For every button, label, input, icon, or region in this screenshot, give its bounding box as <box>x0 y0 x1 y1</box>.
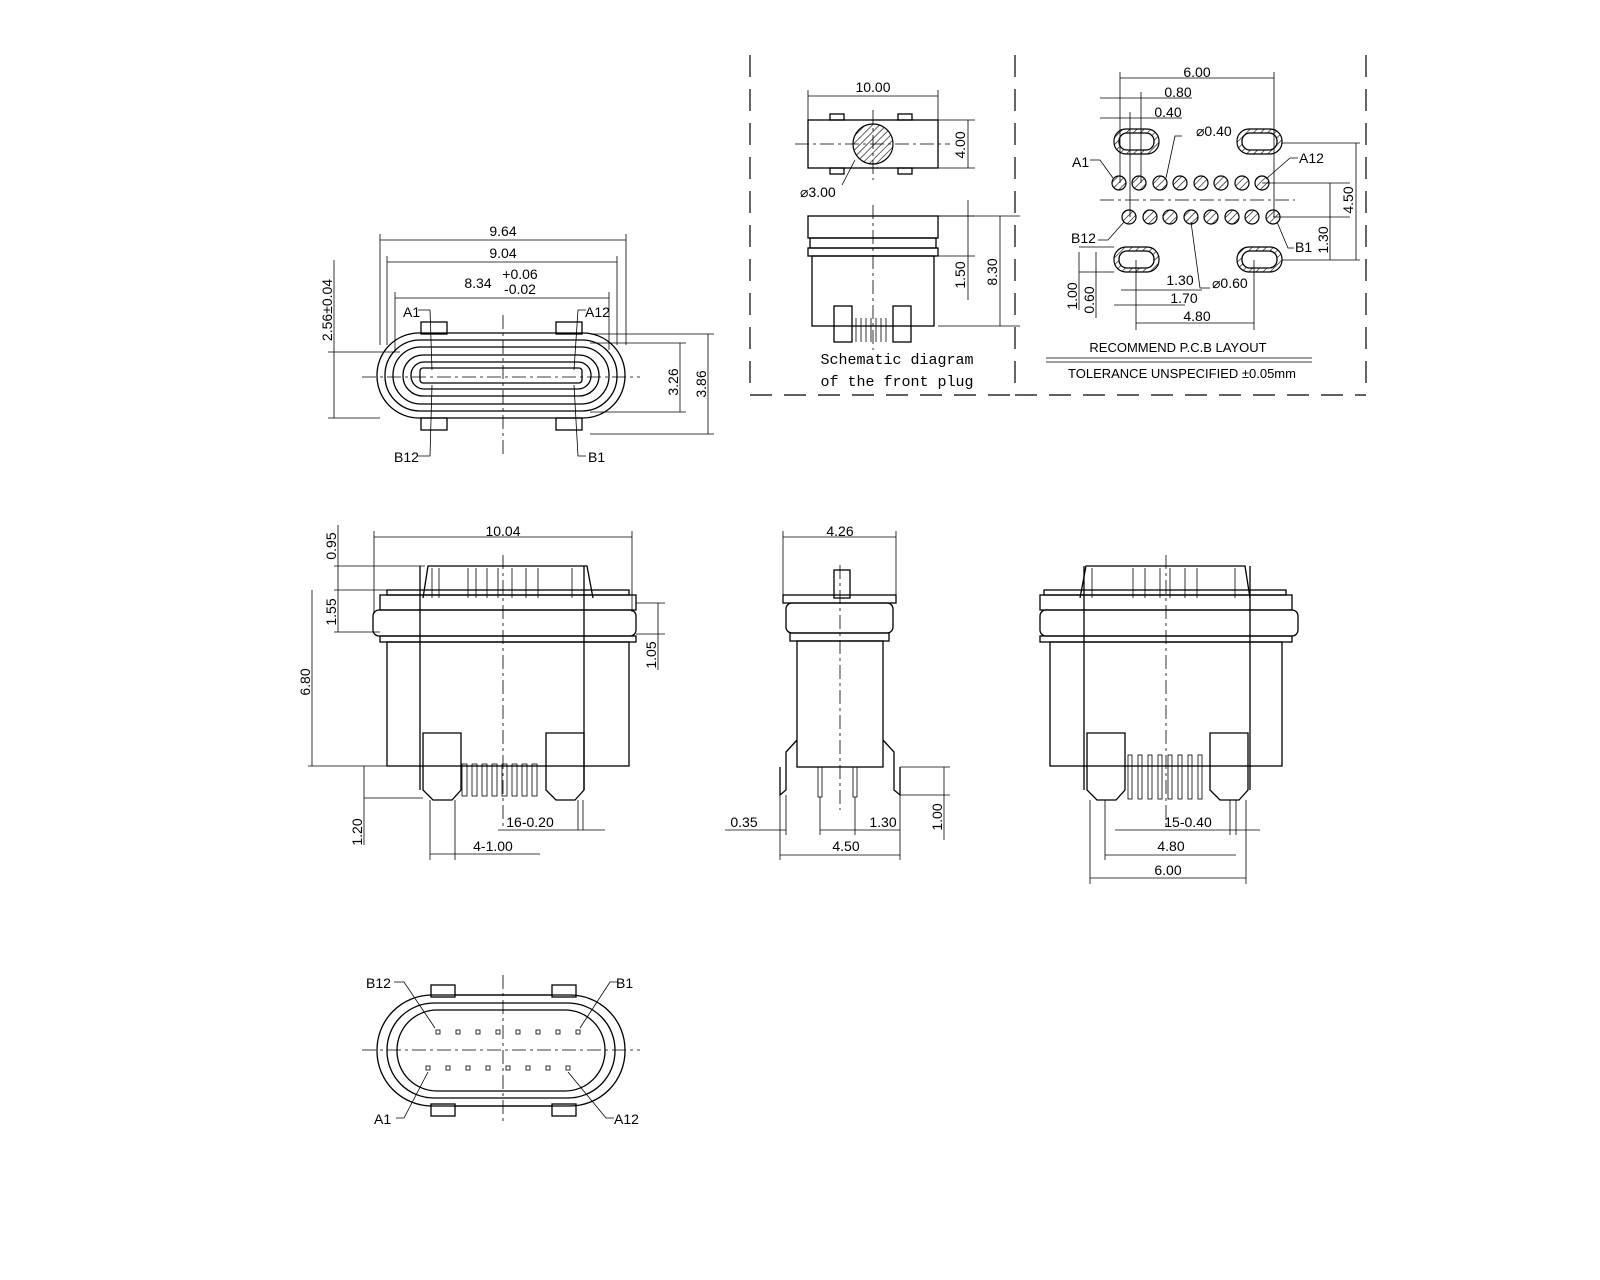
side-dim-span: 4.50 <box>832 838 859 854</box>
plug-dim-flange: 1.50 <box>952 261 968 288</box>
plug-dim-total: 8.30 <box>984 258 1000 285</box>
top-view-signal-pins <box>461 763 538 797</box>
pcb-pin-a12: A12 <box>1299 150 1324 166</box>
pcb-dim-slot-width: 0.80 <box>1164 84 1191 100</box>
pin-label-a1: A1 <box>403 304 420 320</box>
pin-label-a12: A12 <box>585 304 610 320</box>
pcb-holes-row-a <box>1111 175 1270 191</box>
pin-label-b12: B12 <box>394 449 419 465</box>
bottom-pin-b1: B1 <box>616 975 633 991</box>
bottom-view-contacts <box>425 1029 581 1071</box>
rear-dim-outer: 6.00 <box>1154 862 1181 878</box>
dim-width-mid: 9.04 <box>489 245 516 261</box>
front-view: 9.64 9.04 8.34 +0.06 -0.02 2.56±0.04 3.2… <box>319 223 714 465</box>
side-dim-left: 0.35 <box>730 814 757 830</box>
side-view: 4.26 0.35 1.30 1.00 4.50 <box>725 523 950 860</box>
plug-caption-line1: Schematic diagram <box>820 352 973 369</box>
pcb-tolerance-note: TOLERANCE UNSPECIFIED ±0.05mm <box>1068 366 1296 381</box>
top-dim-top: 0.95 <box>323 532 339 559</box>
pcb-dim-slot-len-outer: 1.70 <box>1170 290 1197 306</box>
pcb-layout: 6.00 0.80 0.40 ⌀0.40 ⌀0.60 4.50 1.30 1.3… <box>1015 55 1367 396</box>
pcb-layout-title: RECOMMEND P.C.B LAYOUT <box>1089 340 1266 355</box>
top-dim-ring: 1.05 <box>643 641 659 668</box>
bottom-pin-b12: B12 <box>366 975 391 991</box>
top-dim-width: 10.04 <box>485 523 520 539</box>
tolerance-plus: +0.06 <box>502 266 538 282</box>
dim-height-inner: 3.26 <box>665 368 681 395</box>
side-dim-pitch: 1.30 <box>869 814 896 830</box>
top-dim-height: 6.80 <box>297 668 313 695</box>
dim-width-outer: 9.64 <box>489 223 516 239</box>
dim-height-left: 2.56±0.04 <box>319 279 335 341</box>
pcb-holes-row-b <box>1121 209 1281 225</box>
pcb-pin-b12: B12 <box>1071 230 1096 246</box>
front-plug-schematic: 10.00 4.00 ⌀3.00 1.50 8.30 Schematic dia… <box>749 55 1020 396</box>
plug-dim-diameter: ⌀3.00 <box>800 184 836 200</box>
dim-width-inner: 8.34 <box>464 275 491 291</box>
top-view: 10.04 0.95 1.55 6.80 1.05 1.20 16-0.20 4… <box>297 523 665 860</box>
plug-dim-height: 4.00 <box>952 131 968 158</box>
side-dim-pin: 1.00 <box>929 803 945 830</box>
top-dim-signal-pins: 16-0.20 <box>506 814 554 830</box>
rear-dim-pins: 15-0.40 <box>1164 814 1212 830</box>
bottom-pin-a1: A1 <box>374 1111 391 1127</box>
pcb-dim-slot-half: 0.40 <box>1154 104 1181 120</box>
side-dim-width: 4.26 <box>826 523 853 539</box>
top-dim-pin-len: 1.20 <box>349 818 365 845</box>
pcb-dim-slot-h-inner: 0.60 <box>1081 286 1097 313</box>
top-dim-shell-pins: 4-1.00 <box>473 838 513 854</box>
pcb-dim-slot-h-outer: 1.00 <box>1064 282 1080 309</box>
pcb-dim-row-height: 4.50 <box>1340 186 1356 213</box>
pin-label-b1: B1 <box>588 449 605 465</box>
rear-view-pins <box>1127 754 1203 800</box>
pcb-dim-slot-len-inner: 1.30 <box>1166 272 1193 288</box>
plug-caption-line2: of the front plug <box>820 374 973 391</box>
dim-height-outer: 3.86 <box>693 370 709 397</box>
tolerance-minus: -0.02 <box>504 281 536 297</box>
pcb-dim-slot-span: 4.80 <box>1183 308 1210 324</box>
pcb-dim-small-hole: ⌀0.40 <box>1196 123 1232 139</box>
bottom-view: B12 B1 A1 A12 <box>362 975 640 1127</box>
top-dim-flange: 1.55 <box>323 598 339 625</box>
rear-dim-inner: 4.80 <box>1157 838 1184 854</box>
plug-pins <box>855 318 887 342</box>
pcb-pin-a1: A1 <box>1072 154 1089 170</box>
pcb-pin-b1: B1 <box>1295 239 1312 255</box>
bottom-pin-a12: A12 <box>614 1111 639 1127</box>
pcb-dim-row-pitch: 1.30 <box>1315 226 1331 253</box>
pcb-dim-span: 6.00 <box>1183 64 1210 80</box>
rear-view: 15-0.40 4.80 6.00 <box>1039 555 1299 884</box>
plug-dim-width: 10.00 <box>855 79 890 95</box>
pcb-dim-large-hole: ⌀0.60 <box>1212 275 1248 291</box>
